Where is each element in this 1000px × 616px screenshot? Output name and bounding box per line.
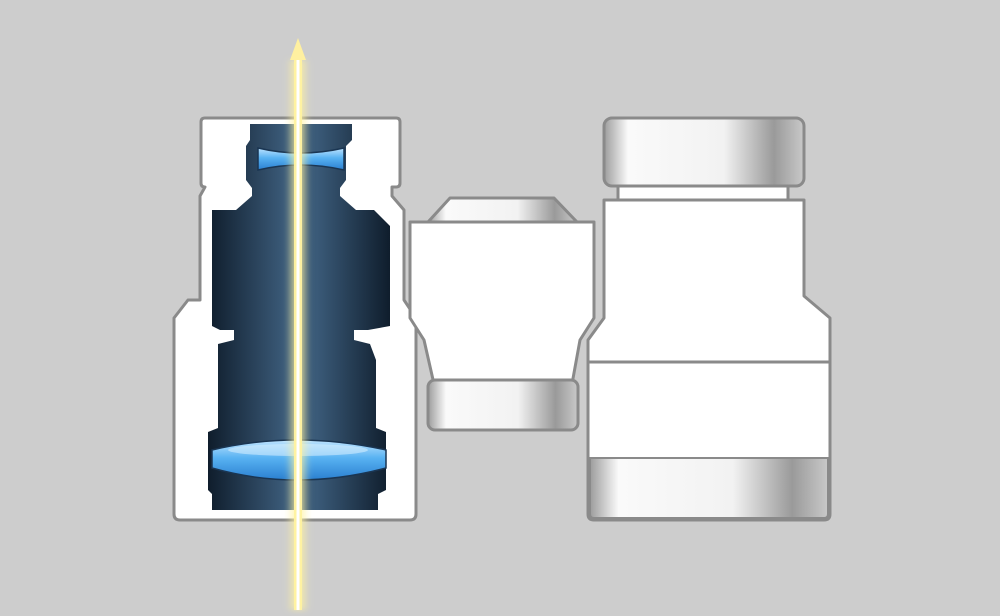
right-barrel-body xyxy=(586,198,832,522)
right-eyepiece-cap[interactable] xyxy=(602,116,806,188)
light-ray-core xyxy=(296,58,300,610)
bridge-body xyxy=(408,220,596,386)
arrow-up-icon xyxy=(290,38,306,60)
right-barrel xyxy=(586,116,832,522)
bridge-top-cap xyxy=(426,196,579,224)
bridge xyxy=(408,196,596,432)
right-objective-ring xyxy=(589,457,829,519)
light-ray xyxy=(286,38,310,610)
right-eyepiece-collar xyxy=(616,184,790,202)
focus-wheel[interactable] xyxy=(426,378,580,432)
